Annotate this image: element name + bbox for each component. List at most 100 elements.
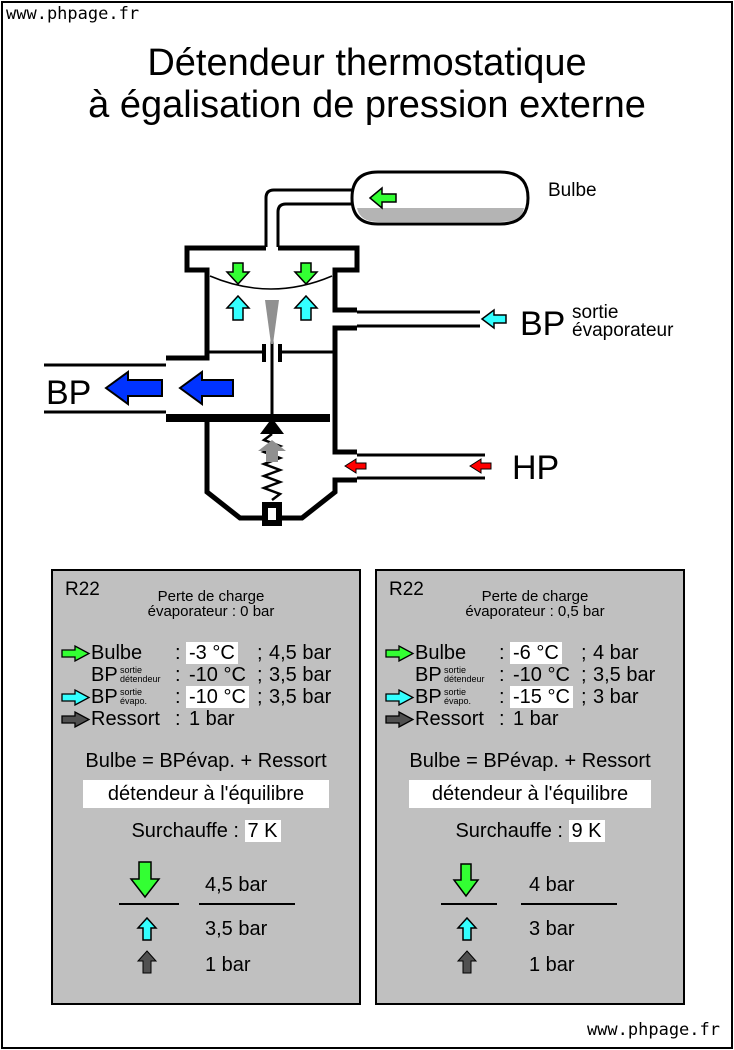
- row-sub: détendeur: [444, 674, 485, 684]
- row-name: BP: [415, 686, 442, 708]
- pressure-value: 1 bar: [189, 708, 235, 730]
- row-sup: sortie: [444, 687, 467, 697]
- cyan-up-arrow-icon: [136, 916, 158, 941]
- temp-value: -6 °C: [510, 642, 562, 664]
- gray-arrow-icon: [61, 711, 91, 728]
- row-sub: évapo.: [120, 696, 148, 706]
- row-name: Ressort: [415, 708, 484, 730]
- pressure-drop-line-1: Perte de charge: [157, 588, 265, 605]
- pressure-value: 1 bar: [513, 708, 559, 730]
- surchauffe: Surchauffe : 9 K: [377, 820, 683, 843]
- cyan-arrow-icon: [385, 689, 415, 706]
- bulb-arrow-icon: [368, 186, 397, 210]
- colon: :: [499, 708, 505, 730]
- down-arrow-icon: [225, 262, 251, 286]
- membrane: [209, 275, 333, 290]
- hp-label: HP: [512, 449, 560, 487]
- bp-sortie-sub: évaporateur: [572, 320, 674, 341]
- surchauffe-label: Surchauffe :: [131, 820, 239, 842]
- row-sup: sortie: [444, 665, 467, 675]
- row-name: BP: [415, 664, 442, 686]
- bp-arrow-icon: [104, 370, 163, 406]
- balance-mid: 3 bar: [529, 918, 575, 940]
- row-sub: détendeur: [120, 674, 161, 684]
- watermark-top: www.phpage.fr: [6, 4, 140, 24]
- title-line-1: Détendeur thermostatique: [147, 42, 587, 84]
- up-arrow-icon: [225, 294, 251, 321]
- green-down-arrow-icon: [129, 861, 161, 899]
- bp-sortie-sup: sortie: [572, 302, 619, 323]
- row-sub: évapo.: [444, 696, 472, 706]
- row-name: BP: [91, 664, 118, 686]
- panel-case-1: R22 Perte de charge évaporateur : 0 bar …: [51, 569, 361, 1005]
- gray-arrow-icon: [385, 711, 415, 728]
- pressure-drop-line-2: évaporateur : 0 bar: [147, 603, 275, 620]
- balance-top: 4,5 bar: [205, 874, 268, 896]
- formula: Bulbe = BPévap. + Ressort: [409, 750, 651, 772]
- surchauffe-value: 9 K: [568, 820, 605, 842]
- cyan-arrow-icon: [61, 689, 91, 706]
- watermark-bottom: www.phpage.fr: [586, 1020, 720, 1040]
- panel-case-2: R22 Perte de charge évaporateur : 0,5 ba…: [375, 569, 685, 1005]
- row-sup: sortie: [120, 665, 143, 675]
- colon: :: [175, 642, 181, 664]
- bp-label: BP: [46, 374, 92, 412]
- cyan-up-arrow-icon: [456, 916, 478, 941]
- balance-bot: 1 bar: [205, 954, 251, 976]
- row-name: Bulbe: [91, 642, 143, 664]
- row-sup: sortie: [120, 687, 143, 697]
- balance-diagram: [441, 863, 617, 974]
- balance-bot: 1 bar: [529, 954, 575, 976]
- green-arrow-icon: [61, 645, 91, 662]
- capillary-outer: [264, 188, 362, 247]
- valve-diagram: [44, 170, 530, 526]
- left-arrow-icon: [469, 458, 492, 474]
- state-box: détendeur à l'équilibre: [83, 780, 329, 808]
- pressure-drop: Perte de charge évaporateur : 0,5 bar: [447, 589, 623, 619]
- pressure-drop-line-2: évaporateur : 0,5 bar: [465, 603, 605, 620]
- formula: Bulbe = BPévap. + Ressort: [85, 750, 327, 772]
- row-name: BP: [91, 686, 118, 708]
- pressure-value: 4,5 bar: [269, 642, 332, 664]
- bulb-liquid: [357, 208, 524, 222]
- colon: :: [175, 686, 181, 708]
- green-down-arrow-icon: [452, 863, 480, 898]
- row-name: Ressort: [91, 708, 160, 730]
- balance-diagram: [119, 861, 295, 974]
- surchauffe-value: 7 K: [244, 820, 281, 842]
- pressure-value: 3,5 bar: [593, 664, 656, 686]
- balance-mid: 3,5 bar: [205, 918, 268, 940]
- temp-value: -10 °C: [513, 664, 570, 686]
- gray-up-arrow-icon: [136, 950, 158, 974]
- fluid-label: R22: [389, 579, 424, 600]
- fluid-label: R22: [65, 579, 100, 600]
- pressure-drop: Perte de charge évaporateur : 0 bar: [123, 589, 299, 619]
- separator: ;: [257, 686, 263, 708]
- surchauffe-label: Surchauffe :: [455, 820, 563, 842]
- capillary-inner: [276, 202, 362, 247]
- colon: :: [499, 686, 505, 708]
- temp-value: -10 °C: [186, 686, 249, 708]
- temp-value: -15 °C: [510, 686, 573, 708]
- separator: ;: [581, 686, 587, 708]
- separator: ;: [581, 664, 587, 686]
- pressure-value: 3,5 bar: [269, 664, 332, 686]
- pressure-drop-line-1: Perte de charge: [481, 588, 589, 605]
- colon: :: [175, 664, 181, 686]
- pressure-value: 3 bar: [593, 686, 639, 708]
- pressure-value: 4 bar: [593, 642, 639, 664]
- balance-top: 4 bar: [529, 874, 575, 896]
- title-line-2: à égalisation de pression externe: [88, 84, 646, 126]
- down-arrow-icon: [293, 262, 319, 286]
- up-arrow-icon: [293, 294, 319, 321]
- colon: :: [499, 642, 505, 664]
- row-name: Bulbe: [415, 642, 467, 664]
- temp-value: -10 °C: [189, 664, 246, 686]
- separator: ;: [581, 642, 587, 664]
- left-arrow-icon: [480, 308, 507, 330]
- bp-sortie-label: BP: [520, 305, 566, 343]
- bulbe-label: Bulbe: [548, 180, 597, 201]
- pressure-value: 3,5 bar: [269, 686, 332, 708]
- green-arrow-icon: [385, 645, 415, 662]
